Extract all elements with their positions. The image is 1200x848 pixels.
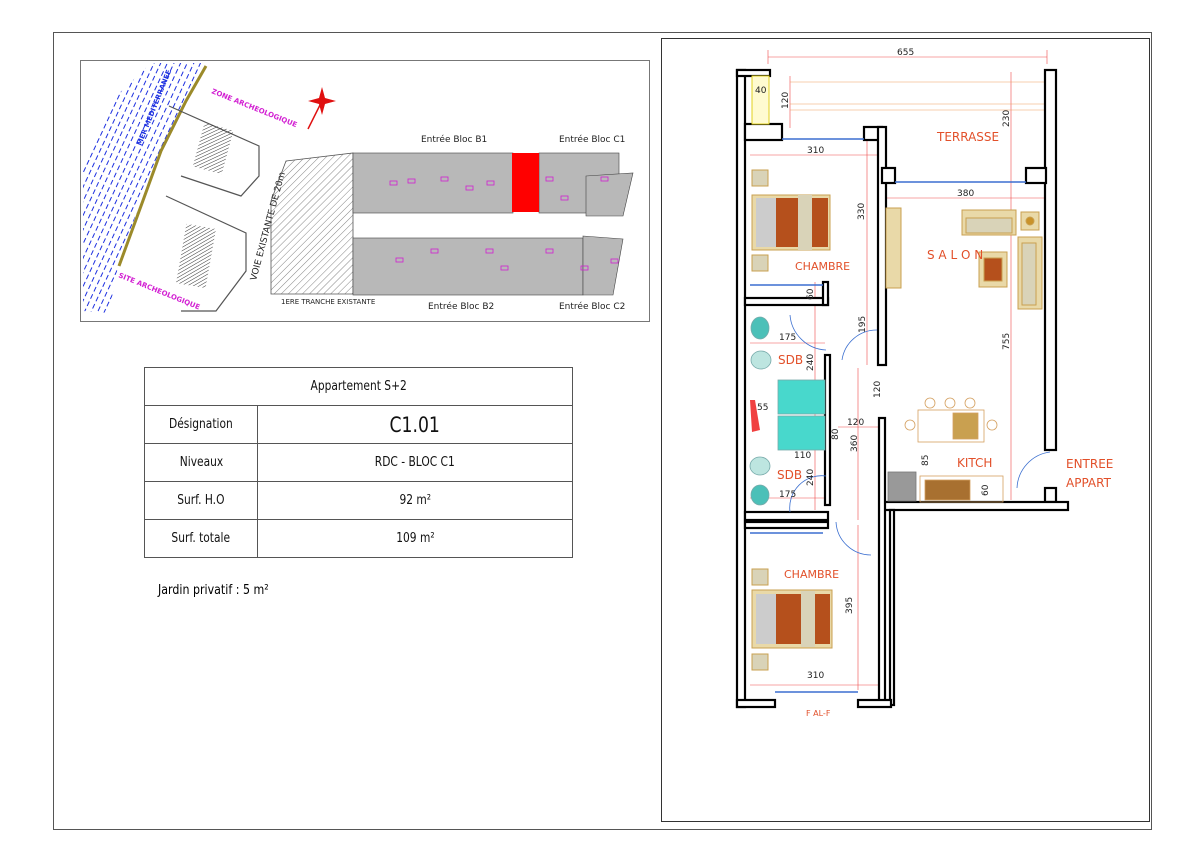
sheet-border: [53, 32, 1152, 830]
dimension-label: 240: [806, 354, 816, 371]
garden-note: Jardin privatif : 5 m²: [158, 583, 269, 598]
dimension-label: 120: [873, 381, 883, 398]
site-building: [176, 223, 216, 289]
dimension-label: 60: [981, 484, 991, 496]
entrance-c1-label: Entrée Bloc C1: [559, 134, 625, 145]
dimension-label: 230: [1002, 110, 1012, 127]
dimension-label: 380: [957, 189, 974, 199]
unit-labels: [389, 176, 619, 271]
facade-label: F AL-F: [806, 709, 831, 718]
dimension-label: 60: [806, 288, 816, 300]
room-label-entrance: ENTREE: [1066, 457, 1113, 471]
existing-label: 1ERE TRANCHE EXISTANTE: [281, 298, 375, 306]
sea-area: [83, 63, 206, 313]
dimension-label: 655: [897, 48, 914, 58]
table-title: Appartement S+2: [310, 379, 407, 394]
row-value: 92 m²: [399, 493, 431, 508]
zone-building: [192, 122, 234, 175]
site-plan: MER MEDITERRANEE ZONE ARCHEOLOGIQUE SITE…: [80, 60, 650, 322]
dimension-label: 55: [757, 403, 768, 413]
door-swings: [789, 314, 1051, 556]
entrance-b2-label: Entrée Bloc B2: [428, 301, 494, 312]
dimension-label: 310: [807, 146, 824, 156]
dimension-label: 755: [1002, 333, 1012, 350]
existing-buildings: [270, 152, 354, 295]
dimension-label: 85: [921, 455, 931, 466]
room-label-terrace: TERRASSE: [936, 130, 999, 144]
dimension-label: 330: [857, 203, 867, 220]
dimension-label: 110: [794, 451, 811, 461]
bed-icon: [751, 169, 831, 272]
room-label-entrance-2: APPART: [1066, 476, 1112, 490]
row-label: Surf. H.O: [177, 493, 225, 508]
room-label-living: S A L O N: [927, 248, 983, 262]
room-label-kitchen: KITCH: [957, 456, 992, 470]
site-plan-drawing: MER MEDITERRANEE ZONE ARCHEOLOGIQUE SITE…: [83, 63, 634, 313]
table-row: Surf. totale 109 m²: [144, 519, 573, 558]
table-header-row: Appartement S+2: [144, 367, 573, 406]
site-building-outline: [165, 195, 247, 312]
dimension-label: 395: [845, 597, 855, 614]
row-label: Désignation: [169, 417, 233, 432]
row-label: Niveaux: [179, 455, 223, 470]
table-row: Surf. H.O 92 m²: [144, 481, 573, 520]
apartment-summary-table: Appartement S+2 Désignation C1.01 Niveaux…: [144, 367, 573, 558]
storage-closet: [751, 75, 770, 125]
compass-rose-icon: [307, 87, 336, 130]
windows: [750, 138, 1026, 693]
row-label: Surf. totale: [171, 531, 231, 546]
highlighted-unit-c101: [512, 153, 539, 212]
row-value: C1.01: [389, 412, 441, 437]
living-furniture: [885, 207, 1043, 310]
new-buildings: [352, 152, 634, 296]
bed-icon: [751, 568, 833, 671]
dimension-label: 120: [847, 418, 864, 428]
entrance-c2-label: Entrée Bloc C2: [559, 301, 625, 312]
row-value: 109 m²: [395, 531, 435, 546]
dimension-label: 195: [858, 316, 868, 333]
dimension-label: 175: [779, 490, 796, 500]
dimension-label: 360: [850, 435, 860, 452]
row-value: RDC - BLOC C1: [374, 455, 455, 470]
coastline: [117, 65, 208, 267]
table-row: Désignation C1.01: [144, 405, 573, 444]
table-row: Niveaux RDC - BLOC C1: [144, 443, 573, 482]
bathroom-fixtures: [749, 316, 826, 506]
kitchen-furniture: [887, 397, 1004, 503]
dimension-label: 175: [779, 333, 796, 343]
entrance-b1-label: Entrée Bloc B1: [421, 134, 487, 145]
dimension-lines: [750, 50, 1048, 690]
room-label-bath-1: SDB: [778, 353, 803, 367]
dimension-label: 80: [831, 428, 841, 440]
room-label-bedroom-2: CHAMBRE: [784, 568, 839, 581]
dimension-label: 120: [781, 92, 791, 109]
dimension-label: 240: [806, 469, 816, 486]
dimension-label: 310: [807, 671, 824, 681]
room-label-bedroom-1: CHAMBRE: [795, 260, 850, 273]
floor-plan-frame: [661, 38, 1150, 822]
dimension-label: 40: [755, 86, 767, 96]
room-label-bath-2: SDB: [777, 468, 802, 482]
